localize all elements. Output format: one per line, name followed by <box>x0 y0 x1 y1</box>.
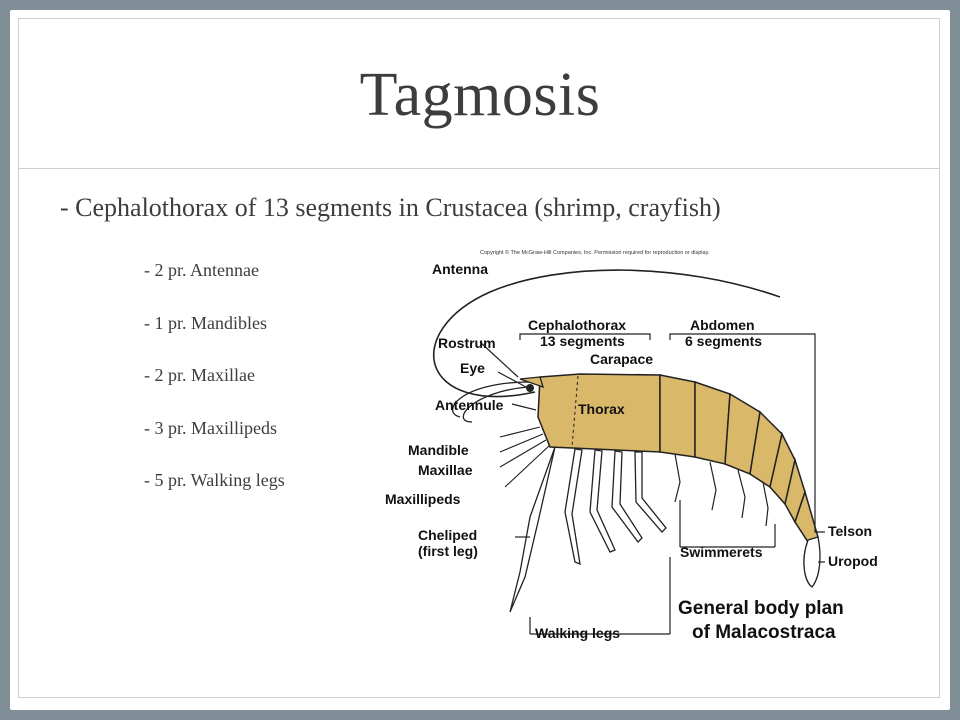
slide-border <box>18 18 940 698</box>
label-rostrum: Rostrum <box>438 335 496 351</box>
label-eye: Eye <box>460 360 485 376</box>
label-telson: Telson <box>828 523 872 539</box>
label-cephalothorax: Cephalothorax <box>528 317 626 333</box>
label-antenna: Antenna <box>432 261 488 277</box>
label-antennule: Antennule <box>435 397 504 413</box>
slide-frame <box>10 10 950 710</box>
slide-subtitle: - Cephalothorax of 13 segments in Crusta… <box>60 193 721 222</box>
label-swimmerets: Swimmerets <box>680 544 763 560</box>
label-maxillipeds: Maxillipeds <box>385 491 461 507</box>
mouthparts-group <box>499 426 551 488</box>
label-mandible: Mandible <box>408 442 469 458</box>
uropod-shape <box>803 536 821 588</box>
abdomen-segments <box>659 374 819 543</box>
title-divider <box>19 168 939 169</box>
bullet-antennae: - 2 pr. Antennae <box>144 260 259 280</box>
copyright-notice: Copyright © The McGraw-Hill Companies, I… <box>480 249 710 256</box>
label-walking-legs: Walking legs <box>535 625 620 641</box>
bracket-lines <box>479 333 825 635</box>
label-cheliped: Cheliped <box>418 527 477 543</box>
antenna-whip <box>433 269 781 398</box>
label-uropod: Uropod <box>828 553 878 569</box>
swimmerets-group <box>674 453 769 527</box>
label-13-segments: 13 segments <box>540 333 625 349</box>
shrimp-body-plan-diagram: Copyright © The McGraw-Hill Companies, I… <box>385 249 878 643</box>
eye-shape <box>526 384 534 392</box>
caption-line-2: of Malacostraca <box>692 622 836 643</box>
label-6-segments: 6 segments <box>685 333 762 349</box>
slide-title: Tagmosis <box>359 61 601 129</box>
bullet-walking-legs: - 5 pr. Walking legs <box>144 470 285 490</box>
rostrum-shape <box>519 376 544 389</box>
caption-line-1: General body plan <box>678 598 844 619</box>
walking-legs-group <box>509 446 667 613</box>
label-abdomen: Abdomen <box>690 317 755 333</box>
label-carapace: Carapace <box>590 351 653 367</box>
label-first-leg: (first leg) <box>418 543 478 559</box>
bullet-maxillipeds: - 3 pr. Maxillipeds <box>144 417 277 438</box>
label-maxillae: Maxillae <box>418 462 473 478</box>
bullet-maxillae: - 2 pr. Maxillae <box>144 365 255 385</box>
antennule-flagellum <box>452 381 531 418</box>
label-thorax: Thorax <box>578 401 625 417</box>
bullet-mandibles: - 1 pr. Mandibles <box>144 312 267 333</box>
antennule-flagellum-2 <box>462 386 529 423</box>
appendage-list: - 2 pr. Antennae - 1 pr. Mandibles - 2 p… <box>144 258 285 521</box>
